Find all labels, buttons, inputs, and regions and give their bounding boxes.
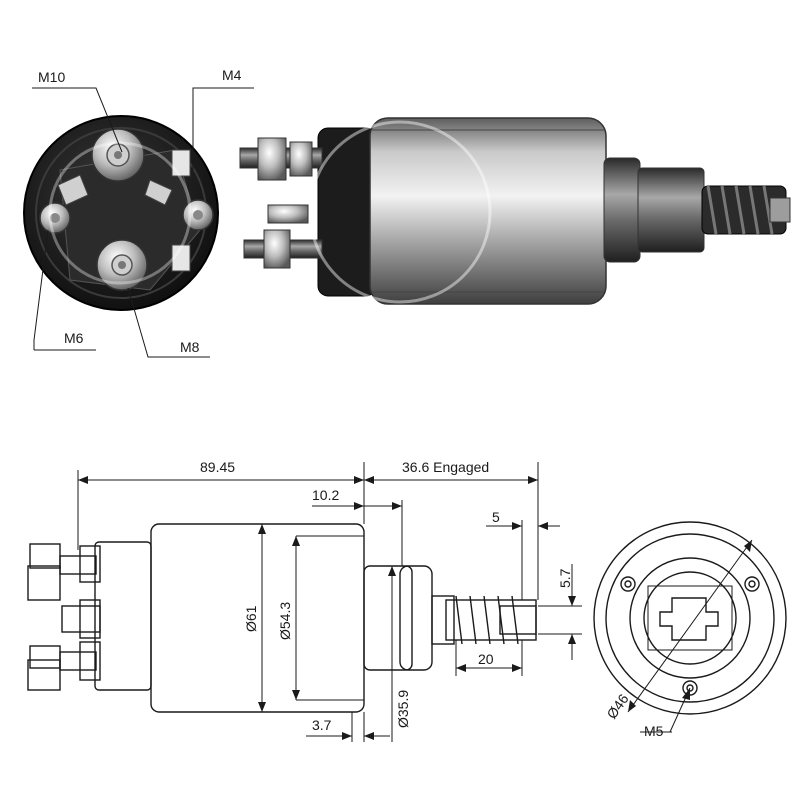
callout-m4: M4 [222, 67, 242, 83]
dim-inner-diameter: Ø54.3 [277, 602, 293, 640]
terminal-stud-icon [27, 543, 101, 601]
dim-bolt-circle: Ø46 [603, 691, 631, 722]
side-drawing [27, 523, 537, 713]
side-dimension-lines [77, 462, 582, 742]
dim-spring-length: 20 [478, 651, 494, 667]
end-view-photo [23, 115, 219, 311]
terminal-stud-icon [27, 641, 101, 691]
front-drawing [593, 521, 787, 715]
m8-terminal-icon [96, 239, 148, 291]
callout-m8: M8 [180, 339, 200, 355]
callout-m6: M6 [64, 330, 84, 346]
mount-hole-icon [620, 576, 636, 592]
dim-nose-diameter: Ø35.9 [395, 690, 411, 728]
m10-terminal-icon [91, 128, 145, 182]
dim-flange-offset: 10.2 [312, 487, 339, 503]
side-dimension-arrows [78, 476, 576, 740]
dim-body-diameter: Ø61 [243, 605, 259, 632]
plunger-spring-icon [701, 185, 791, 235]
side-view-photo [48, 117, 791, 305]
mount-hole-icon [744, 576, 760, 592]
dim-plunger-height: 5.7 [557, 568, 573, 588]
front-dimension-arrows [628, 540, 752, 712]
drawing-spring-icon [445, 595, 537, 645]
dim-engaged-travel: 36.6 Engaged [402, 459, 489, 475]
m6-terminal-icon [39, 202, 71, 234]
m4-terminal-icon [171, 149, 214, 272]
dim-mount-thread: M5 [644, 723, 664, 739]
dim-plunger-tip: 5 [492, 509, 500, 525]
callout-m10: M10 [38, 69, 65, 85]
terminal-stud-icon [61, 599, 101, 639]
dim-flange-thickness: 3.7 [312, 717, 332, 733]
dim-overall-length: 89.45 [200, 459, 235, 475]
photo-callouts [32, 87, 254, 358]
